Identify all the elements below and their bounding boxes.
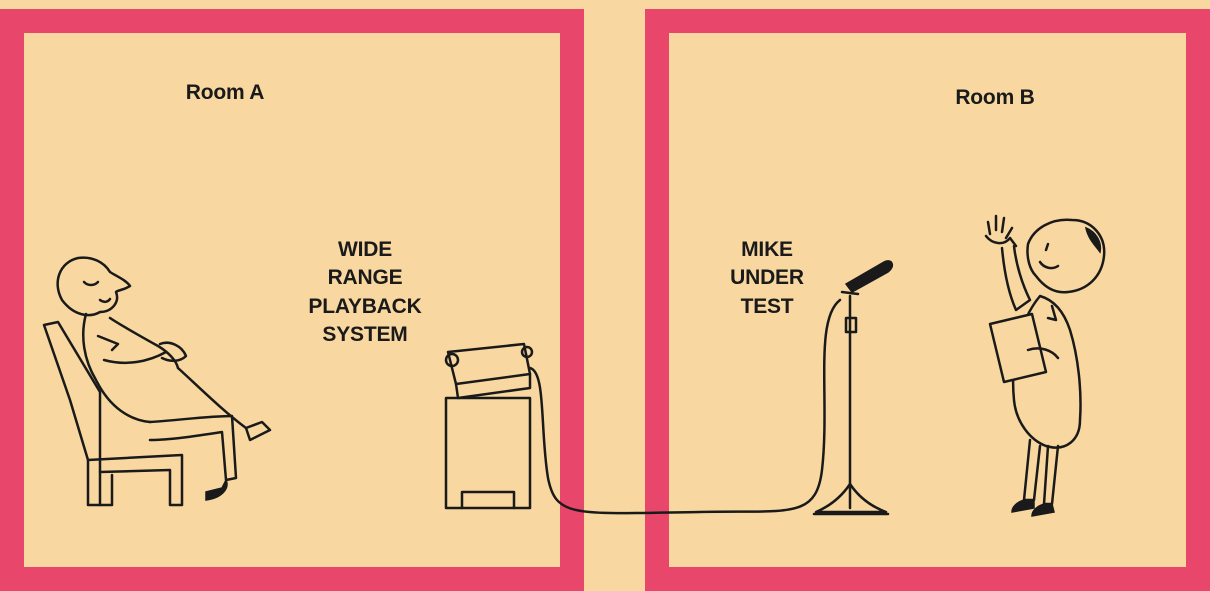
armchair-seat: [88, 455, 182, 505]
singer-mouth: [1040, 262, 1058, 268]
connecting-cable: [530, 300, 840, 513]
singer-fingers: [988, 216, 1012, 238]
microphone-stand: [814, 261, 892, 514]
amplifier-box: [448, 344, 530, 384]
listener-back: [83, 314, 150, 422]
singer-eye: [1046, 244, 1048, 250]
singer-figure: [986, 216, 1104, 516]
listener-closed-eye: [84, 282, 98, 285]
singer-left-leg: [1024, 440, 1040, 500]
singer-raised-hand: [986, 236, 1016, 246]
amplifier-base: [456, 374, 530, 398]
listener-collar: [98, 336, 118, 350]
listener-floor-shoe: [206, 480, 227, 500]
singer-head: [1027, 220, 1104, 293]
singer-right-leg: [1044, 446, 1058, 504]
singer-right-shoe: [1032, 504, 1054, 516]
singer-left-shoe: [1012, 500, 1034, 512]
listener-head: [58, 258, 130, 315]
singer-raised-arm: [1002, 246, 1030, 310]
listener-figure: [44, 258, 270, 505]
listener-raised-shoe: [246, 422, 270, 440]
armchair-back: [44, 322, 100, 505]
singer-collar: [1048, 306, 1056, 320]
armchair-leg: [100, 475, 112, 505]
listener-smile: [100, 299, 110, 302]
listener-arm: [104, 352, 166, 363]
mic-holder: [842, 292, 858, 294]
microphone-head: [846, 261, 892, 292]
playback-speaker: [446, 344, 532, 508]
speaker-cabinet-cutout: [462, 492, 514, 508]
